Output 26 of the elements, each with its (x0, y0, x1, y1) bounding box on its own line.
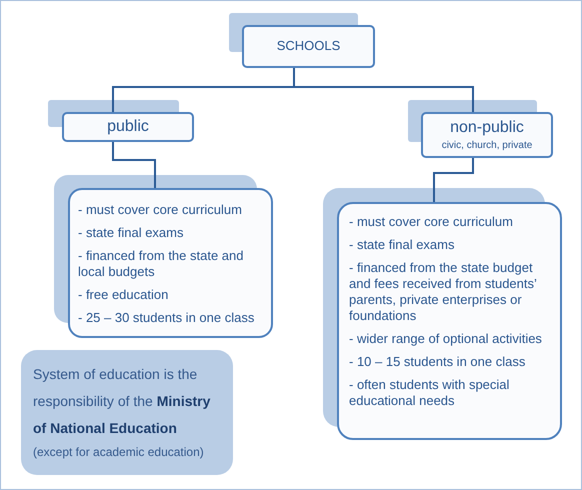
list-item: - free education (78, 287, 170, 303)
category-title: SCHOOLS (276, 39, 340, 54)
list-item: - often students with special educational needs (349, 377, 510, 409)
list-item: - state final exams (349, 237, 456, 253)
list-item: - must cover core curriculum (349, 214, 514, 230)
connector-line (433, 158, 474, 202)
category-subtitle: civic, church, private (442, 140, 532, 152)
list-item: - 25 – 30 students in one class (78, 310, 256, 326)
note-text: System of education is the responsibility of the Ministry of National Education (33, 365, 212, 438)
note-box (21, 350, 233, 475)
category-title: non-public (450, 118, 524, 136)
category-box (62, 112, 194, 142)
list-item: - 10 – 15 students in one class (349, 354, 526, 370)
feature-list-box (68, 188, 273, 338)
category-box (242, 25, 375, 68)
list-item: - wider range of optional activities (349, 331, 543, 347)
list-item: - financed from the state and local budgets (78, 248, 244, 280)
category-title: public (107, 118, 149, 136)
list-item: - must cover core curriculum (78, 202, 243, 218)
list-item: - financed from the state budget and fees received from students’ parents, private enterprises or foundations (349, 260, 538, 324)
connector-line (112, 142, 156, 188)
connector-line (293, 68, 474, 112)
note-subtext: (except for academic education) (33, 444, 205, 461)
feature-list-box (337, 202, 562, 440)
list-item: - state final exams (78, 225, 184, 241)
category-box (421, 112, 553, 158)
